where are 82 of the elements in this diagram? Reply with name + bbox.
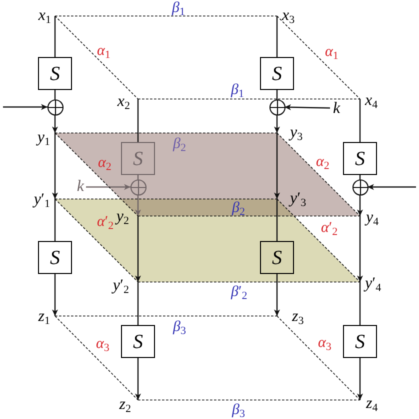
- connector-line: [54, 199, 56, 241]
- arrow: [368, 184, 416, 190]
- dashed-line: [54, 198, 278, 200]
- edge-label: α′$_{2}$: [321, 221, 338, 236]
- arrow: [357, 194, 363, 216]
- connector-line: [137, 282, 139, 325]
- dashed-line: [276, 316, 360, 400]
- edge-label: α$_{2}$: [98, 156, 112, 171]
- edge-label: α′$_{2}$: [97, 215, 114, 230]
- edge-label: β$_{2}$: [173, 137, 186, 152]
- edge-label: β$_{3}$: [173, 320, 186, 335]
- variable-label: y′$_{2}$: [112, 278, 129, 294]
- dashed-line: [54, 132, 278, 134]
- arrow: [135, 358, 141, 400]
- connector-line: [359, 282, 361, 325]
- key-label: k: [333, 101, 340, 117]
- variable-label: x$_{4}$: [365, 93, 378, 109]
- connector-line: [276, 199, 278, 241]
- arrow: [52, 133, 58, 199]
- dashed-line: [276, 16, 360, 100]
- variable-label: y′$_{1}$: [34, 192, 50, 208]
- connector-line: [54, 90, 56, 100]
- arrow: [52, 114, 58, 133]
- edge-label: β′$_{2}$: [231, 285, 248, 300]
- edge-label: β$_{3}$: [232, 403, 245, 418]
- edge-label: α$_{2}$: [316, 155, 330, 170]
- arrow: [52, 274, 58, 316]
- connector-line: [359, 99, 361, 142]
- xor-symbol: [46, 98, 64, 116]
- dashed-line: [54, 198, 138, 282]
- variable-label: z$_{1}$: [38, 309, 50, 325]
- variable-label: y′$_{4}$: [365, 276, 382, 292]
- dashed-line: [138, 98, 360, 100]
- dashed-line: [276, 198, 360, 282]
- variable-label: z$_{3}$: [292, 309, 304, 325]
- connector-line: [276, 16, 278, 57]
- edge-label: β$_{1}$: [172, 1, 185, 16]
- variable-label: z$_{4}$: [366, 396, 378, 412]
- xor-symbol: [352, 178, 368, 196]
- connector-line: [137, 99, 139, 142]
- dashed-line: [54, 16, 138, 100]
- arrow: [284, 104, 330, 110]
- dashed-line: [54, 132, 138, 216]
- connector-line: [54, 16, 56, 57]
- s-box: S: [260, 241, 294, 274]
- variable-label: y$_{1}$: [37, 130, 50, 146]
- s-box: S: [121, 142, 155, 175]
- s-box: S: [343, 325, 377, 358]
- s-box: S: [121, 325, 155, 358]
- edge-label: α$_{3}$: [318, 336, 332, 351]
- arrow: [274, 274, 280, 316]
- arrow: [86, 184, 130, 190]
- variable-label: x$_{3}$: [282, 8, 295, 24]
- arrow: [135, 216, 141, 282]
- variable-label: x$_{1}$: [38, 8, 51, 24]
- arrow: [274, 133, 280, 199]
- xor-symbol: [130, 178, 146, 196]
- variable-label: y$_{4}$: [366, 210, 379, 226]
- edge-label: β$_{2}$: [232, 201, 245, 216]
- s-box: S: [260, 57, 294, 90]
- arrow: [135, 194, 141, 216]
- arrow: [3, 104, 48, 110]
- key-label: k: [76, 179, 84, 195]
- variable-label: y$_{3}$: [290, 125, 303, 141]
- variable-label: z$_{2}$: [119, 397, 131, 413]
- variable-label: y$_{2}$: [116, 209, 129, 225]
- connector-line: [276, 90, 278, 100]
- arrow: [274, 114, 280, 133]
- s-box: S: [38, 241, 72, 274]
- s-box: S: [38, 57, 72, 90]
- edge-label: β$_{1}$: [231, 83, 244, 98]
- arrow: [357, 216, 363, 282]
- edge-label: α$_{3}$: [96, 337, 110, 352]
- variable-label: y′$_{3}$: [290, 191, 306, 207]
- variable-label: x$_{2}$: [117, 94, 130, 110]
- edge-label: α$_{1}$: [325, 45, 338, 60]
- s-box: S: [343, 142, 377, 175]
- xor-symbol: [268, 98, 286, 116]
- edge-label: α$_{1}$: [97, 44, 110, 59]
- dashed-line: [54, 316, 138, 400]
- arrow: [357, 358, 363, 400]
- dashed-line: [276, 132, 360, 216]
